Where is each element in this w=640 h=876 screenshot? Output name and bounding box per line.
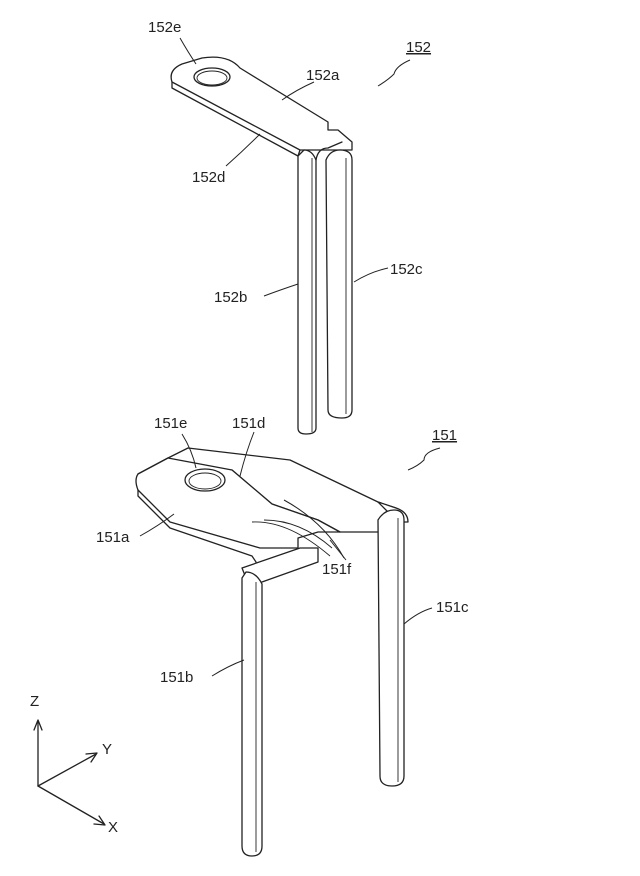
terminal-152 (171, 57, 352, 434)
leader-152e (180, 38, 196, 64)
label-151a: 151a (96, 529, 130, 546)
label-152c: 152c (390, 261, 423, 278)
leader-152d (226, 134, 260, 166)
label-152-ref: 152 (406, 39, 431, 56)
leader-151f-b (330, 540, 346, 560)
axis-y-line (38, 754, 96, 786)
label-151c: 151c (436, 599, 469, 616)
axis-x-line (38, 786, 104, 824)
label-152a: 152a (306, 67, 340, 84)
label-151f: 151f (322, 561, 352, 578)
label-152b: 152b (214, 289, 247, 306)
leader-151b (212, 660, 244, 676)
terminal-152-leg-c (326, 150, 352, 418)
label-151d: 151d (232, 415, 265, 432)
axis-y-label: Y (102, 741, 112, 758)
terminal-151-leg-b (242, 572, 262, 856)
leader-152-ref (378, 60, 410, 86)
terminal-151-leg-c (378, 510, 404, 786)
leader-151-ref (408, 448, 440, 470)
leader-152a (282, 82, 314, 100)
label-151-ref: 151 (432, 427, 457, 444)
leader-152b (264, 284, 298, 296)
label-151b: 151b (160, 669, 193, 686)
label-152d: 152d (192, 169, 225, 186)
label-151e: 151e (154, 415, 187, 432)
label-152e: 152e (148, 19, 181, 36)
leader-151a (140, 514, 174, 536)
terminal-151 (136, 448, 408, 856)
axis-x-label: X (108, 819, 118, 836)
axis-z-label: Z (30, 693, 39, 710)
axis-x-arrow (94, 816, 105, 825)
coordinate-axes: Z Y X (30, 693, 118, 836)
leader-151c (404, 608, 432, 624)
leader-152c (354, 268, 388, 282)
terminal-152-leg-b (298, 150, 316, 434)
axis-y-arrow (86, 753, 97, 762)
terminal-151-hole (185, 469, 225, 491)
